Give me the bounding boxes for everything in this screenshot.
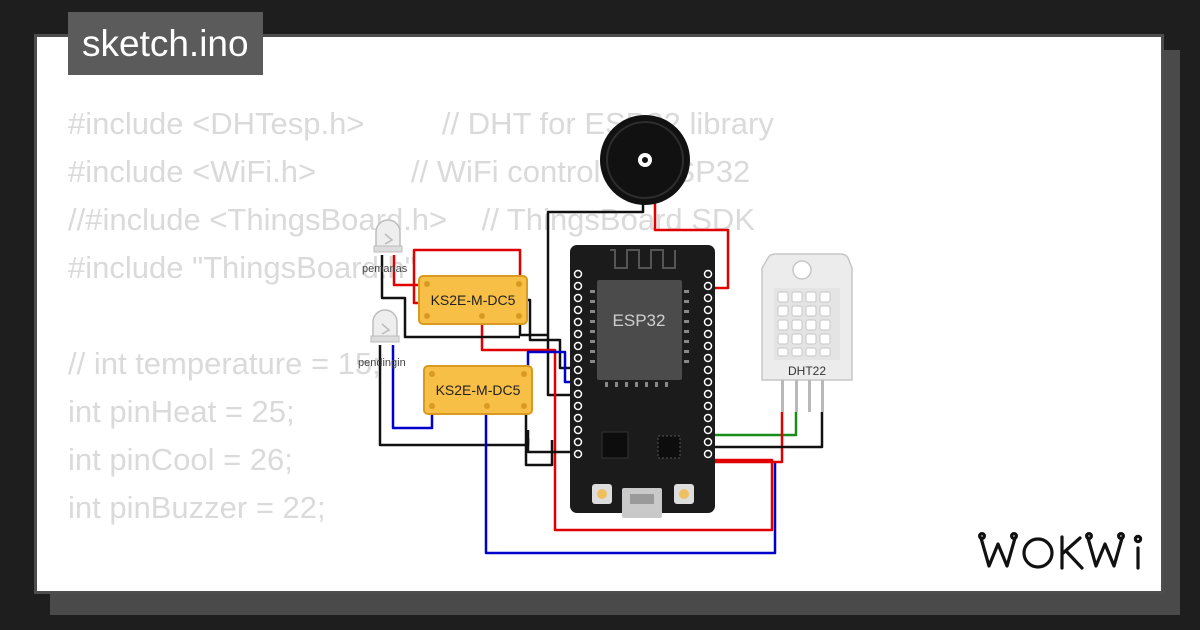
regulator-chip xyxy=(601,431,629,459)
esp32-board[interactable]: ESP32 xyxy=(570,245,715,518)
module-castellations xyxy=(590,290,689,387)
wire-led1-red xyxy=(392,255,418,287)
relay-top[interactable]: KS2E-M-DC5 xyxy=(418,275,528,325)
wokwi-logo xyxy=(977,531,1143,570)
led-top[interactable]: pemanas xyxy=(362,219,408,275)
code-line: int pinBuzzer = 22; xyxy=(68,490,326,525)
relay-bottom-label: KS2E-M-DC5 xyxy=(436,382,521,398)
wire-relay1-red2 xyxy=(480,318,774,532)
code-line: // int temperature = 15; xyxy=(68,346,381,381)
wire-buzzer-red xyxy=(653,200,730,290)
wire-led2-blue xyxy=(391,345,434,430)
led-bottom[interactable]: pendingin xyxy=(358,309,406,369)
buzzer[interactable] xyxy=(600,115,690,205)
wire-relay2-blue2 xyxy=(484,414,777,555)
usb-uart-chip xyxy=(657,435,681,459)
relay-bottom[interactable]: KS2E-M-DC5 xyxy=(423,365,533,415)
wire-led1-black xyxy=(380,255,520,339)
esp32-label: ESP32 xyxy=(613,311,666,330)
right-header-pins xyxy=(703,269,713,459)
wire-relay1-coil xyxy=(520,298,578,370)
wire-buzzer-black xyxy=(546,200,645,397)
dht-vents xyxy=(774,288,840,360)
wire-relay2-blue xyxy=(526,350,578,384)
wire-dht-red xyxy=(710,412,784,464)
code-preview: #include <DHTesp.h> // DHT for ESP32 lib… xyxy=(68,100,774,532)
code-line: int pinHeat = 25; xyxy=(68,394,295,429)
wire-dht-green xyxy=(710,412,798,437)
dht22-label: DHT22 xyxy=(788,364,826,378)
wire-relay2-black xyxy=(524,414,554,467)
wire-relay2-black2 xyxy=(526,438,578,454)
wire-relay1-red xyxy=(412,248,522,305)
code-line: #include "ThingsBoard.h" xyxy=(68,250,416,285)
code-line: int pinCool = 26; xyxy=(68,442,293,477)
dht-legs xyxy=(781,380,824,412)
led-bottom-label: pendingin xyxy=(358,357,406,369)
esp32-module xyxy=(597,280,682,380)
wire-led2-black xyxy=(378,345,530,447)
wire-dht-black xyxy=(710,412,824,449)
dht22-sensor[interactable]: DHT22 xyxy=(761,253,853,412)
led-top-label: pemanas xyxy=(362,263,408,275)
file-tab[interactable]: sketch.ino xyxy=(68,12,263,75)
relay-top-label: KS2E-M-DC5 xyxy=(431,292,516,308)
left-header-pins xyxy=(573,269,583,459)
code-line: //#include <ThingsBoard.h> // ThingsBoar… xyxy=(68,202,755,237)
